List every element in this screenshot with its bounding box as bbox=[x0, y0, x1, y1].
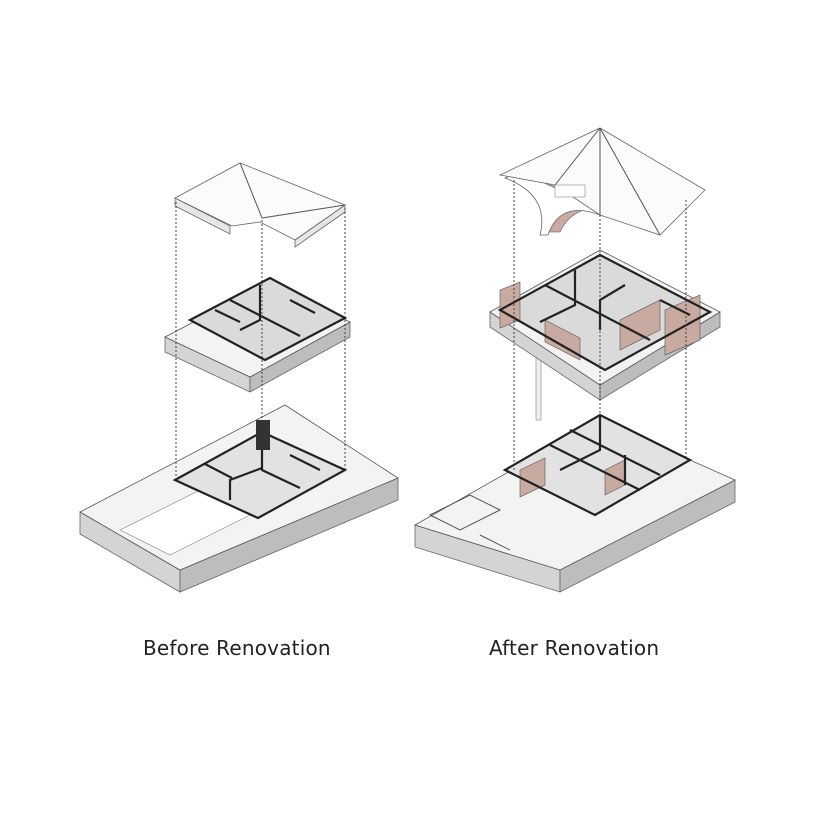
after-ground-floor bbox=[413, 413, 736, 593]
before-upper-floor bbox=[164, 276, 351, 393]
before-renovation-label: Before Renovation bbox=[143, 636, 331, 660]
after-upper-floor bbox=[489, 249, 721, 401]
before-roof bbox=[174, 162, 346, 248]
after-renovation-label: After Renovation bbox=[489, 636, 660, 660]
before-ground-floor bbox=[79, 404, 399, 593]
after-guide-lines bbox=[513, 180, 687, 470]
before-guide-lines bbox=[175, 202, 346, 480]
after-roof bbox=[498, 127, 706, 236]
